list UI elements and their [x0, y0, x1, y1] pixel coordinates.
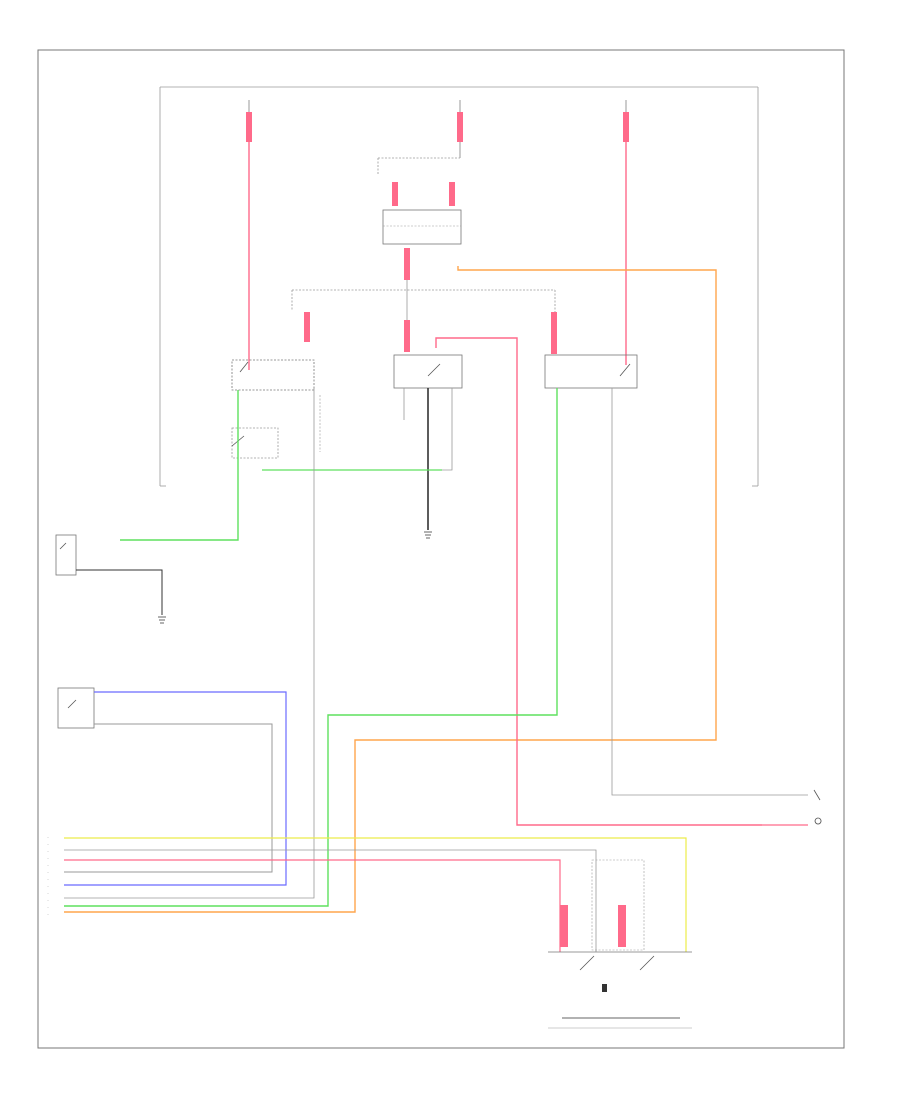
fuse-right: [623, 100, 629, 142]
distribution-bus: [291, 280, 556, 320]
relay-a: [231, 312, 315, 391]
left-module: [55, 534, 166, 624]
wire-green-left: [120, 390, 239, 541]
relay-b: [393, 320, 463, 389]
wire-yellow: [64, 837, 687, 952]
wire-red-long: [435, 337, 762, 826]
ground-left-symbol: [158, 616, 166, 624]
fuse-left: [246, 100, 252, 142]
wire-gray-relay-c: [611, 388, 762, 796]
fuse-center: [457, 100, 463, 142]
wire-gray-switch: [64, 723, 273, 873]
center-relay-block: [377, 142, 462, 280]
wire-gray-relay-b: [262, 388, 453, 471]
wire-green-right: [64, 388, 558, 907]
left-lower-switch: [57, 687, 95, 729]
ground-center-symbol: [424, 531, 432, 539]
left-switch: [231, 427, 279, 459]
wire-orange-main: [64, 266, 717, 913]
diagram-frame: [37, 49, 845, 1049]
lock-switch-assembly: [548, 859, 692, 1029]
right-connectors: [762, 789, 822, 826]
relay-c: [544, 312, 638, 389]
wire-gray-bundle: [64, 849, 597, 952]
top-power-bus: [159, 86, 759, 487]
wire-gray-relay-a: [64, 388, 315, 899]
wire-blue-top: [64, 691, 287, 886]
